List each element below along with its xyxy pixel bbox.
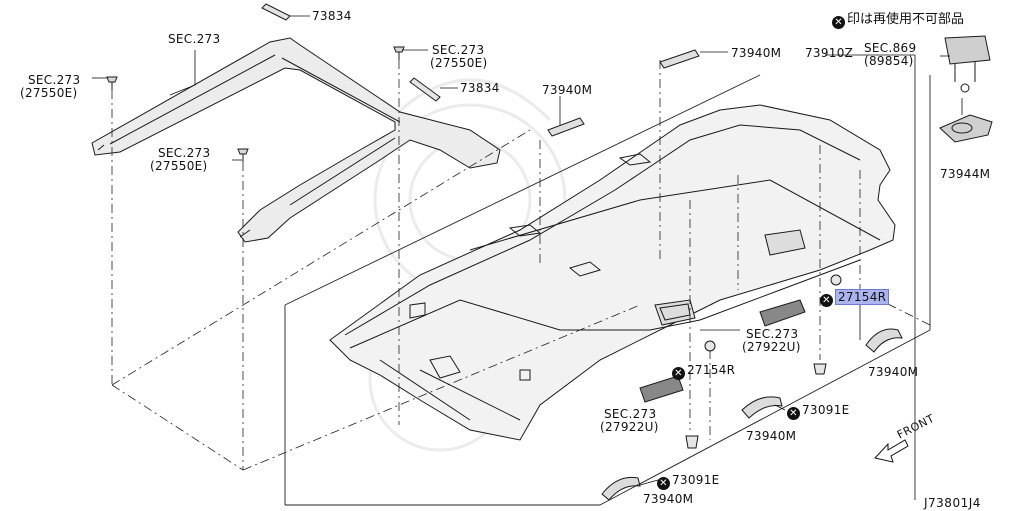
part-number[interactable]: 73091E <box>802 403 850 417</box>
clip-27550e-top <box>393 46 405 60</box>
room-lamp-opening <box>764 229 806 256</box>
label-73944m[interactable]: 73944M <box>940 167 991 181</box>
label-73091e-right[interactable]: ✕73091E <box>787 404 850 420</box>
assist-grip-bottom <box>601 476 641 501</box>
label-73091e-bottom[interactable]: ✕73091E <box>657 474 720 490</box>
map-lamp-opening <box>654 299 696 326</box>
not-reusable-x-icon: ✕ <box>672 367 685 380</box>
label-89854[interactable]: (89854) <box>864 54 914 68</box>
not-reusable-x-icon: ✕ <box>787 407 800 420</box>
nut-27154r-upper <box>830 274 842 286</box>
assist-grip-top-right <box>659 49 700 69</box>
legend-text: 印は再使用不可部品 <box>847 12 965 27</box>
assist-grip-right <box>865 328 903 353</box>
sensor-unit-89854 <box>944 35 991 93</box>
not-reusable-x-icon: ✕ <box>657 477 670 490</box>
label-73940m-right[interactable]: 73940M <box>868 365 919 379</box>
front-arrow-icon <box>874 439 909 463</box>
label-27154r-lower[interactable]: ✕27154R <box>672 364 735 380</box>
room-lamp-lower <box>639 375 684 403</box>
label-27550e-mid[interactable]: (27550E) <box>150 159 208 173</box>
label-sec869[interactable]: SEC.869 <box>864 41 917 55</box>
label-27550e-left[interactable]: (27550E) <box>20 86 78 100</box>
room-lamp-upper <box>759 299 806 327</box>
assist-grip-center-right <box>741 396 783 419</box>
label-sec273-lamp-lower[interactable]: SEC.273 <box>604 407 657 421</box>
clip-73834-mid <box>409 77 441 102</box>
label-27550e-top[interactable]: (27550E) <box>430 56 488 70</box>
assist-grip-top-center <box>547 117 585 137</box>
clip-27550e-left <box>106 76 118 90</box>
label-sec273-top[interactable]: SEC.273 <box>432 43 485 57</box>
diagram-code: J73801J4 <box>924 496 981 510</box>
label-27922u-lamp-upper[interactable]: (27922U) <box>742 340 801 354</box>
label-73940m-top[interactable]: 73940M <box>731 46 782 60</box>
label-sec273-mid[interactable]: SEC.273 <box>158 146 211 160</box>
panel-frame <box>284 74 931 506</box>
bracket-73944m <box>939 114 993 143</box>
clip-73834-top <box>261 3 291 21</box>
label-73940m-bottom[interactable]: 73940M <box>643 492 694 506</box>
leader-lines <box>92 15 963 500</box>
clip-73091e-bottom <box>685 435 699 449</box>
label-73834-top[interactable]: 73834 <box>312 9 352 23</box>
part-number[interactable]: 73091E <box>672 473 720 487</box>
label-27922u-lamp-lower[interactable]: (27922U) <box>600 420 659 434</box>
highlighted-part-number[interactable]: 27154R <box>835 289 890 305</box>
roof-rail-assembly <box>91 37 501 243</box>
nut-27154r-lower <box>704 340 716 352</box>
clip-73091e-right <box>813 363 827 375</box>
clip-27550e-mid <box>237 148 249 162</box>
headlining-panel <box>329 104 896 441</box>
dashed-guide-lines <box>111 60 931 471</box>
label-sec273-left[interactable]: SEC.273 <box>28 73 81 87</box>
label-73940m-center[interactable]: 73940M <box>542 83 593 97</box>
label-73940m-center-right[interactable]: 73940M <box>746 429 797 443</box>
not-reusable-x-icon: ✕ <box>820 294 833 307</box>
label-73834-mid[interactable]: 73834 <box>460 81 500 95</box>
label-sec273-lamp-upper[interactable]: SEC.273 <box>746 327 799 341</box>
not-reusable-x-icon: ✕ <box>832 16 845 29</box>
legend: ✕印は再使用不可部品 <box>832 8 964 29</box>
label-73910z[interactable]: 73910Z <box>805 46 854 60</box>
label-27154r-highlighted[interactable]: ✕27154R <box>820 289 890 307</box>
label-sec273-rail[interactable]: SEC.273 <box>168 32 221 46</box>
part-number[interactable]: 27154R <box>687 363 736 377</box>
